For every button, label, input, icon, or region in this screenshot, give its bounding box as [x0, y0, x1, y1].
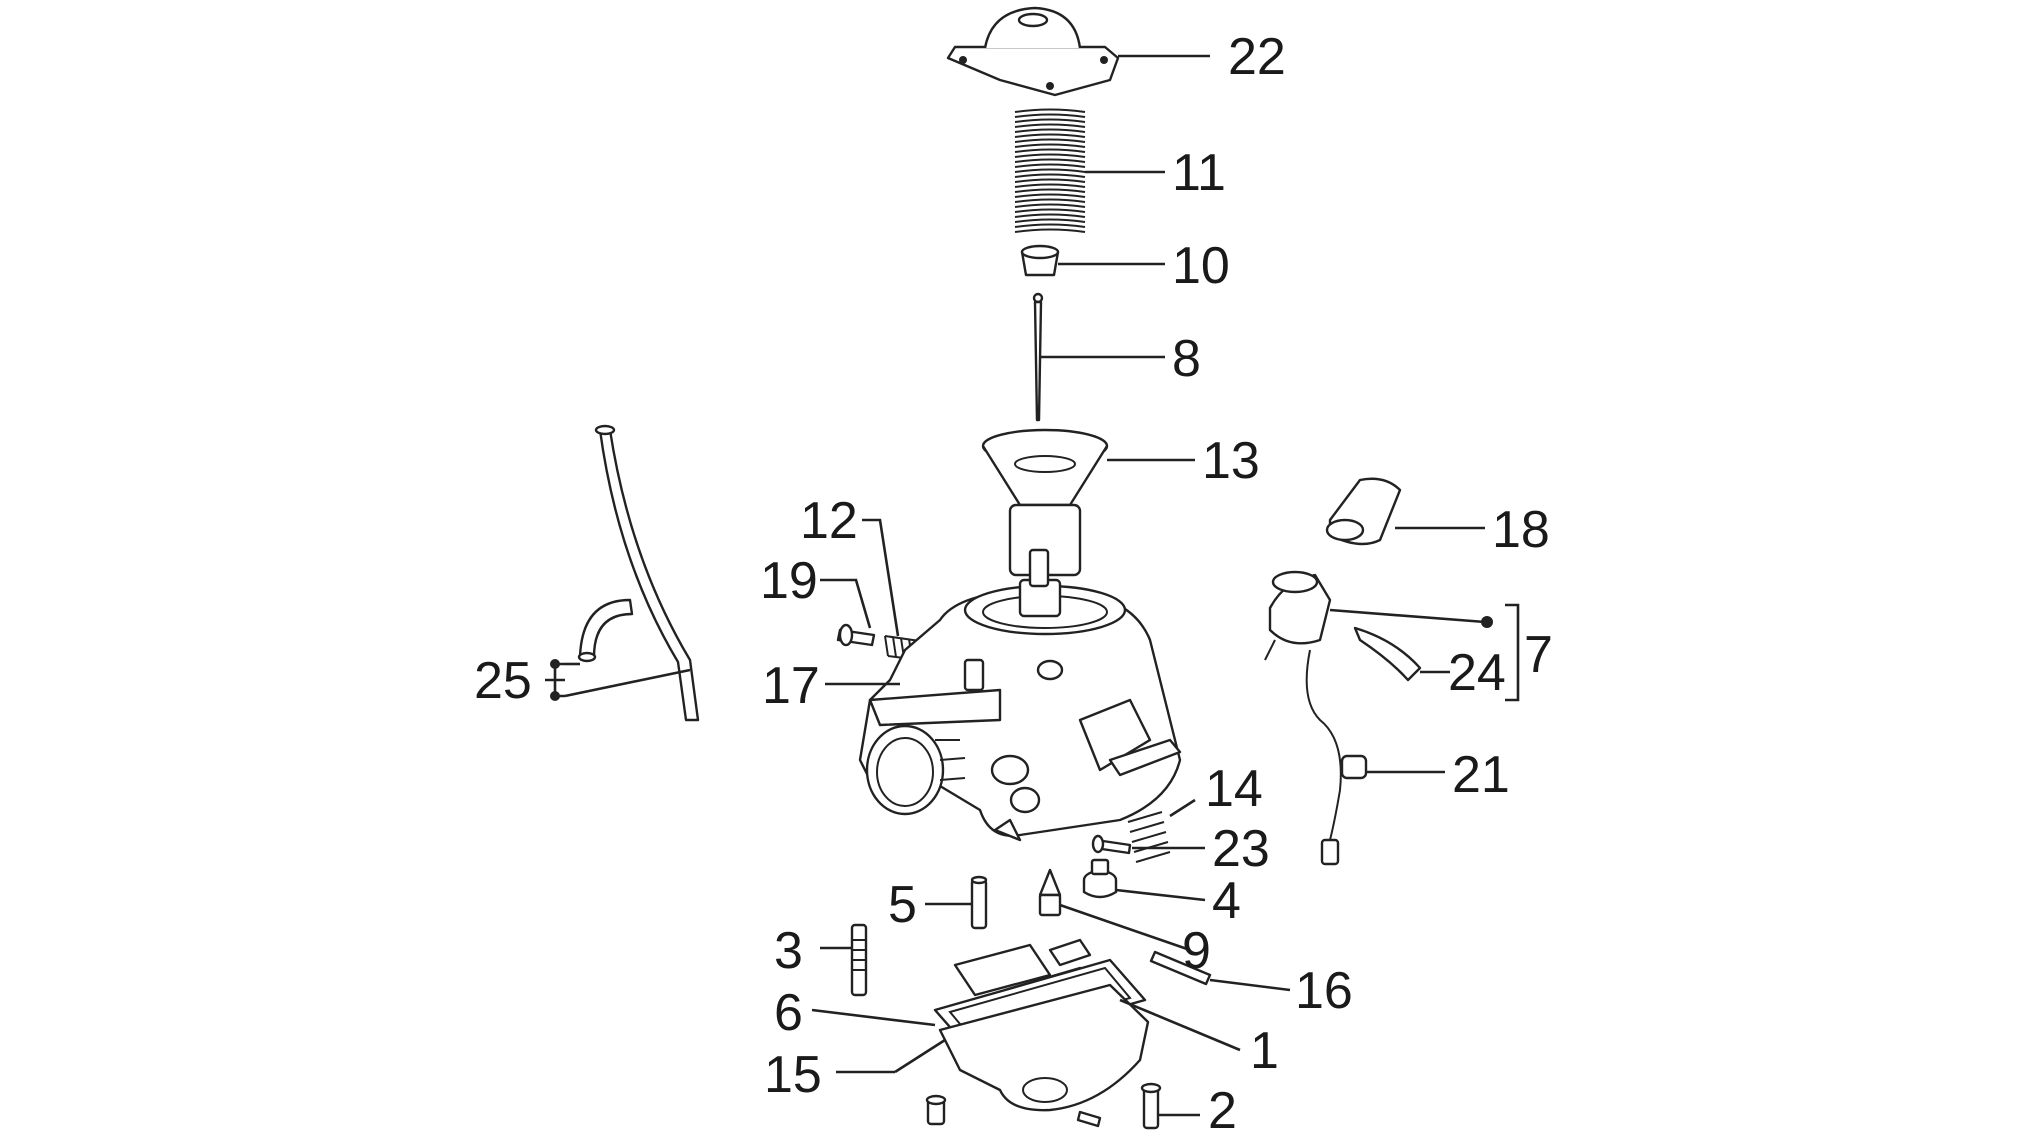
part-22-diaphragm-cover: [946, 6, 1120, 97]
callout-3: 3: [774, 922, 803, 980]
callout-6: 6: [774, 984, 803, 1042]
part-16-float-pin: [1149, 950, 1212, 986]
callout-dot-7: [1481, 616, 1493, 628]
part-25-hoses: [577, 424, 700, 722]
callout-1: 1: [1250, 1022, 1279, 1080]
part-14-spring: [1127, 811, 1171, 863]
callout-dot-25b: [550, 691, 560, 701]
drain-screw: [1076, 1110, 1102, 1128]
part-11-spring: [1014, 108, 1086, 233]
callout-18: 18: [1492, 501, 1550, 559]
callout-5: 5: [888, 876, 917, 934]
callout-23: 23: [1212, 820, 1270, 878]
bowl-screw-left: [925, 1094, 947, 1126]
part-3-pilot-screw: [850, 923, 868, 997]
callout-labels: 22 11 10 8 13 12 19 17 25 18 7 24 21 14 …: [474, 28, 1553, 1138]
callout-2: 2: [1208, 1082, 1237, 1133]
callout-dot-25a: [550, 659, 560, 669]
part-23-screw: [1091, 834, 1132, 855]
callout-11: 11: [1172, 144, 1226, 202]
part-18-rubber-cap: [1325, 477, 1402, 546]
part-17-carburetor-body: [858, 548, 1182, 842]
part-10-needle-retainer: [1020, 244, 1060, 277]
leader-lines: [545, 54, 1520, 1117]
part-19-idle-screw: [836, 623, 876, 647]
part-15-float-bowl: [938, 983, 1150, 1112]
callout-9: 9: [1182, 922, 1211, 980]
part-13-throttle-slide: [981, 428, 1109, 577]
callout-7: 7: [1524, 626, 1553, 684]
part-7-choke-assembly: [1264, 570, 1342, 866]
part-4-plug: [1082, 858, 1118, 899]
callout-15: 15: [764, 1046, 822, 1104]
callout-24: 24: [1448, 644, 1506, 702]
callout-19: 19: [760, 552, 818, 610]
callout-10: 10: [1172, 237, 1230, 295]
callout-13: 13: [1202, 432, 1260, 490]
callout-14: 14: [1205, 760, 1263, 818]
part-24-clip: [1353, 626, 1422, 682]
callout-12: 12: [800, 492, 858, 550]
part-8-jet-needle: [1032, 292, 1044, 422]
callout-21: 21: [1452, 746, 1510, 804]
part-21-wire-clamp: [1340, 754, 1368, 780]
callout-25: 25: [474, 652, 532, 710]
callout-8: 8: [1172, 330, 1201, 388]
callout-4: 4: [1212, 872, 1241, 930]
part-5-jet: [970, 875, 988, 930]
part-2-screw: [1140, 1082, 1162, 1130]
part-9-float-needle: [1038, 868, 1062, 917]
callout-16: 16: [1295, 962, 1353, 1020]
callout-17: 17: [762, 657, 820, 715]
callout-22: 22: [1228, 28, 1286, 86]
